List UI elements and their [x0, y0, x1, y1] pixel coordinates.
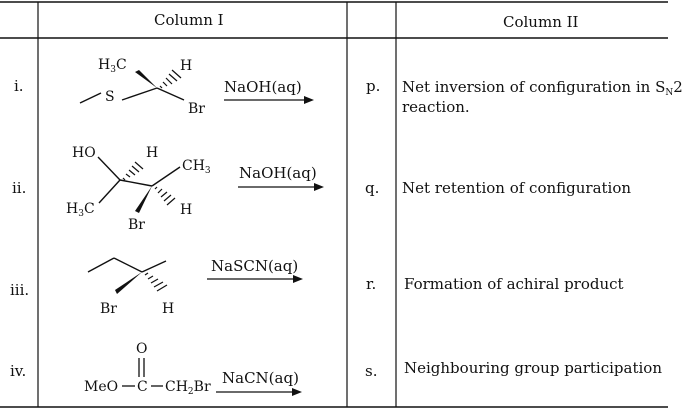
row-2-h-bottom: H [180, 202, 193, 218]
row-3-br-atom: Br [100, 301, 117, 317]
row-2-h-top: H [146, 145, 159, 161]
row-2-reagent: NaOH(aq) [239, 164, 317, 182]
column-2-header: Column II [503, 13, 579, 31]
row-1-answer-line2: reaction. [402, 98, 470, 116]
row-3-h-atom: H [162, 301, 175, 317]
row-1-number: i. [14, 77, 24, 95]
row-2-ho: HO [72, 145, 96, 161]
row-1-letter: p. [366, 77, 381, 95]
row-1-br-atom: Br [188, 101, 205, 117]
row-3-reagent: NaSCN(aq) [211, 257, 299, 275]
row-2-letter: q. [365, 179, 380, 197]
row-4-carbon-atom: C [137, 379, 148, 395]
row-1-h3c: H3C [98, 57, 127, 75]
row-2-h3c: H3C [66, 201, 95, 219]
row-3-letter: r. [366, 275, 377, 293]
row-1-sulfur-atom: S [105, 89, 115, 105]
row-4-oxygen-atom: O [136, 341, 148, 357]
row-4-meo: MeO [84, 379, 119, 395]
row-1-h-atom: H [180, 58, 193, 74]
row-4-reagent: NaCN(aq) [222, 369, 299, 387]
row-1-reagent: NaOH(aq) [224, 78, 302, 96]
row-3-number: iii. [10, 281, 30, 299]
row-4-ch2br: CH2Br [165, 379, 211, 397]
row-4-letter: s. [365, 362, 378, 380]
row-3-answer: Formation of achiral product [404, 275, 624, 293]
row-2-number: ii. [12, 179, 27, 197]
row-1-answer: Net inversion of configuration in SN2 [402, 78, 683, 98]
row-2-br-atom: Br [128, 217, 145, 233]
row-4-number: iv. [10, 362, 27, 380]
column-1-header: Column I [154, 11, 224, 29]
row-2-answer: Net retention of configuration [402, 179, 632, 197]
row-4-answer: Neighbouring group participation [404, 359, 662, 377]
row-2-ch3: CH3 [182, 158, 211, 176]
